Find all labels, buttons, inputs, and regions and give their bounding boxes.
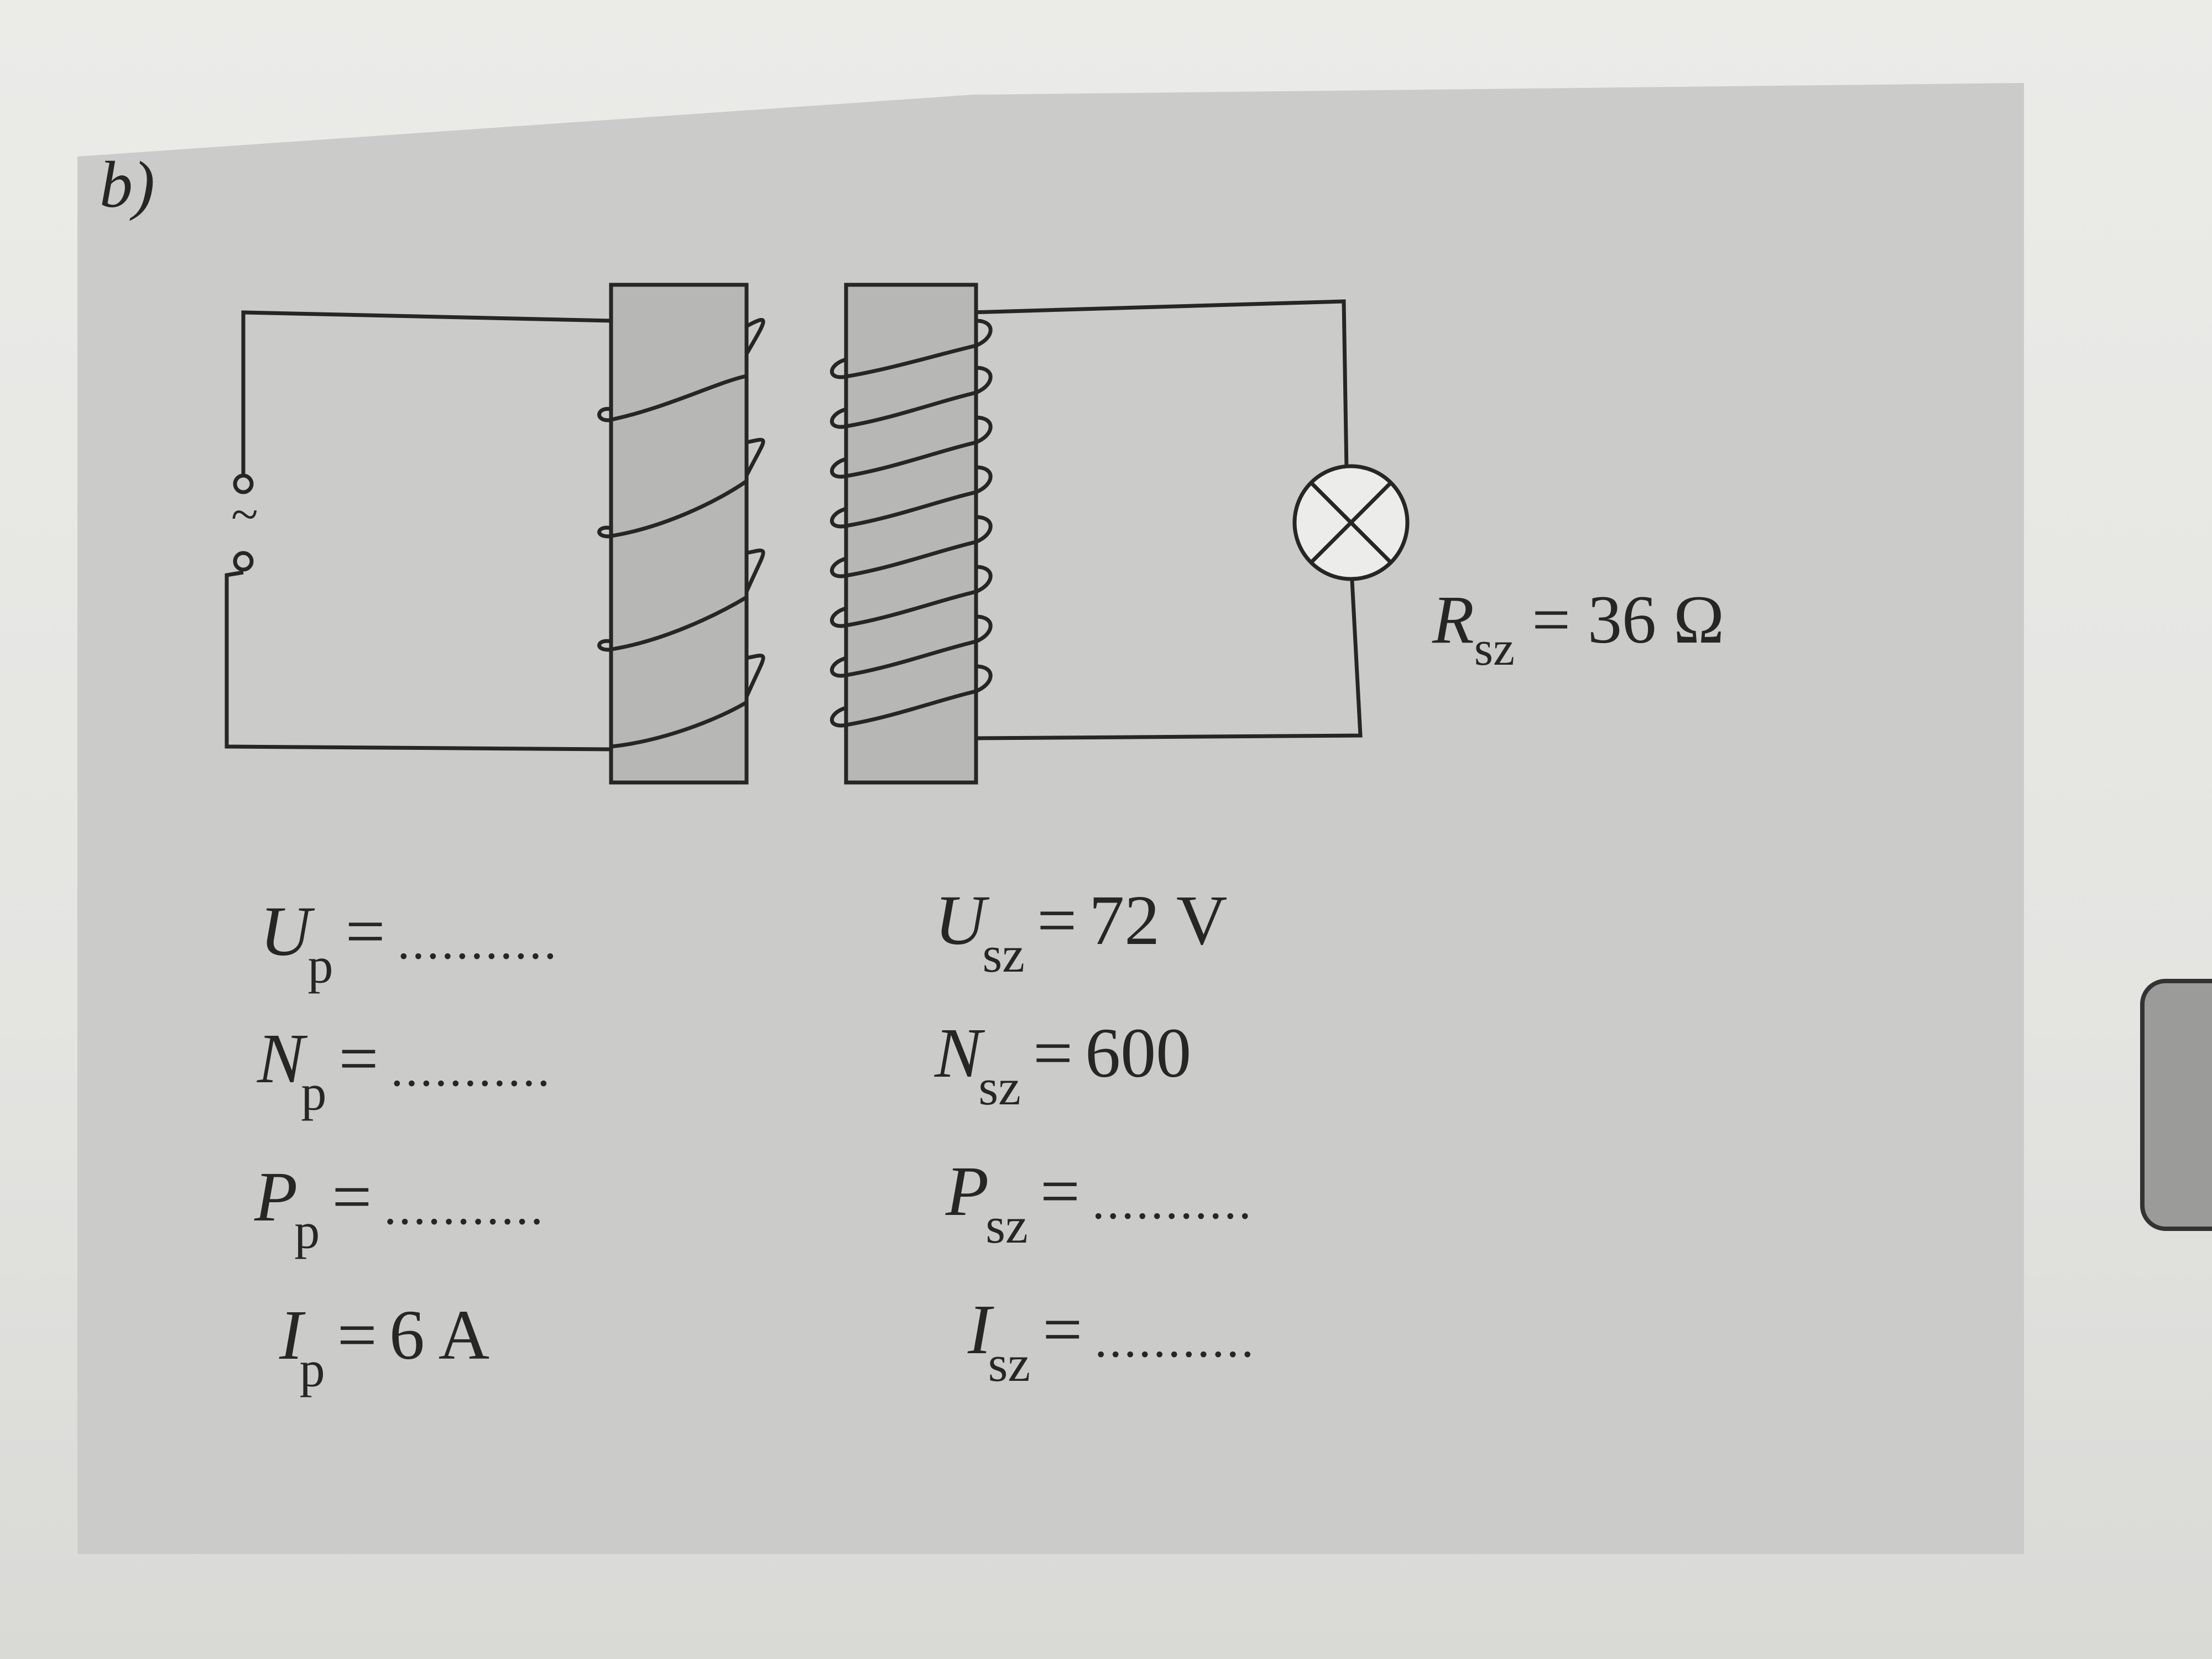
primary-turns: Np=........... xyxy=(257,1019,552,1121)
secondary-wire-top xyxy=(970,299,1349,471)
secondary-voltage: Usz=72 V xyxy=(935,881,1228,983)
lamp-icon xyxy=(1292,464,1410,581)
primary-wire-top xyxy=(241,310,612,476)
secondary-winding xyxy=(830,319,993,728)
ac-source-symbol: ~ xyxy=(231,487,258,542)
primary-core xyxy=(609,283,749,785)
source-terminal-bottom xyxy=(233,551,254,572)
primary-power: Pp=........... xyxy=(254,1157,545,1259)
secondary-core xyxy=(844,283,978,785)
part-label: b) xyxy=(100,148,155,221)
primary-wire-bottom xyxy=(225,570,612,752)
page-tab-marker xyxy=(2140,979,2212,1231)
source-terminal-top xyxy=(233,473,254,494)
primary-voltage: Up=........... xyxy=(260,892,559,994)
secondary-resistance-label: Rsz = 36 Ω xyxy=(1432,582,1725,676)
primary-winding xyxy=(597,318,765,749)
exercise-panel xyxy=(77,83,2024,1554)
primary-current: Ip=6 A xyxy=(279,1296,490,1397)
secondary-turns: Nsz=600 xyxy=(935,1014,1192,1115)
secondary-wire-bottom xyxy=(975,580,1363,740)
secondary-power: Psz=........... xyxy=(946,1152,1254,1254)
secondary-current: Isz=........... xyxy=(968,1290,1256,1392)
